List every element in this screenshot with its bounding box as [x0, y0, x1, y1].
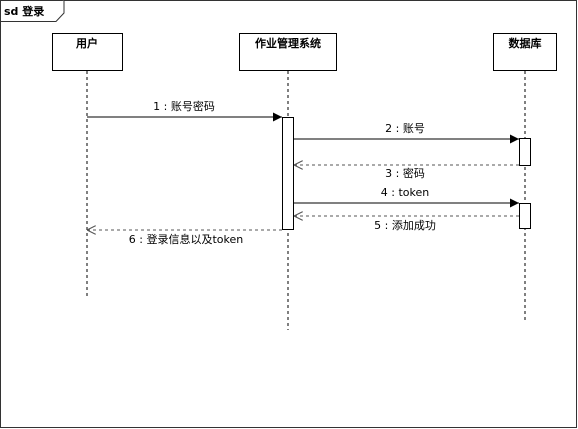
activation-db-1	[519, 138, 531, 166]
actor-system-label: 作业管理系统	[255, 36, 321, 50]
message-6-label: 6 : 登录信息以及token	[129, 232, 243, 246]
activation-db-2	[519, 203, 531, 229]
frame-title: sd 登录	[4, 4, 44, 18]
message-4-label: 4 : token	[381, 186, 429, 199]
actor-db: 数据库	[493, 33, 557, 71]
message-3-label: 3 : 密码	[385, 166, 425, 180]
actor-user-label: 用户	[76, 36, 98, 50]
actor-system: 作业管理系统	[239, 33, 337, 71]
activation-system	[282, 117, 294, 230]
message-2-label: 2 : 账号	[385, 122, 425, 135]
actor-db-label: 数据库	[509, 36, 542, 50]
message-1-label: 1 : 账号密码	[153, 99, 215, 113]
message-5-label: 5 : 添加成功	[374, 218, 436, 232]
actor-user: 用户	[52, 33, 123, 71]
frame-title-tab	[0, 0, 65, 22]
